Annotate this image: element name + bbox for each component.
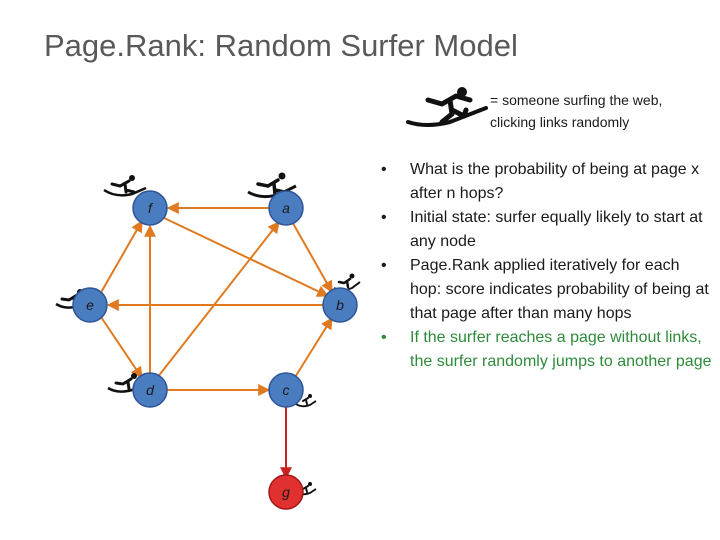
node-label-d: d: [146, 382, 155, 398]
bullet-initial-state: •Initial state: surfer equally likely to…: [381, 209, 703, 250]
node-label-e: e: [86, 297, 94, 313]
surfer-icon-c: [295, 394, 317, 408]
node-label-a: a: [282, 200, 290, 216]
bullet-iterative: •Page.Rank applied iteratively for each …: [381, 257, 709, 322]
node-b: b: [322, 287, 358, 323]
edge-c-b: [291, 316, 333, 383]
edge-e-d: [98, 313, 143, 379]
bullet-text-2: Initial state: surfer equally likely to …: [410, 209, 703, 250]
edge-a-b: [289, 217, 333, 294]
node-g: g: [268, 474, 304, 510]
bullet-dangling: •If the surfer reaches a page without li…: [381, 329, 712, 370]
edge-f-b: [161, 216, 330, 297]
node-d: d: [132, 372, 168, 408]
edge-d-a: [156, 221, 280, 379]
bullet-probability: •What is the probability of being at pag…: [381, 161, 700, 202]
link-graph: f a e b d c g: [55, 172, 361, 510]
bullet-text-4: If the surfer reaches a page without lin…: [410, 329, 712, 370]
node-a: a: [268, 190, 304, 226]
node-label-g: g: [282, 484, 290, 500]
bullet-text-3: Page.Rank applied iteratively for each h…: [410, 257, 709, 322]
bullet-text-1: What is the probability of being at page…: [410, 161, 700, 202]
slide-title: Page.Rank: Random Surfer Model: [44, 28, 518, 63]
legend-line-1: = someone surfing the web,: [490, 92, 663, 108]
edge-e-f: [98, 219, 143, 297]
surfer-icon-f: [103, 175, 147, 197]
node-e: e: [72, 287, 108, 323]
bullet-list: •What is the probability of being at pag…: [378, 158, 713, 374]
node-label-b: b: [336, 297, 344, 313]
surfer-icon: [406, 87, 488, 127]
node-label-f: f: [148, 200, 154, 216]
legend-text: = someone surfing the web, clicking link…: [490, 89, 715, 133]
node-f: f: [132, 190, 168, 226]
node-c: c: [268, 372, 304, 408]
surfer-icon-d: [107, 373, 145, 393]
legend-line-2: clicking links randomly: [490, 114, 630, 130]
node-label-c: c: [283, 382, 290, 398]
